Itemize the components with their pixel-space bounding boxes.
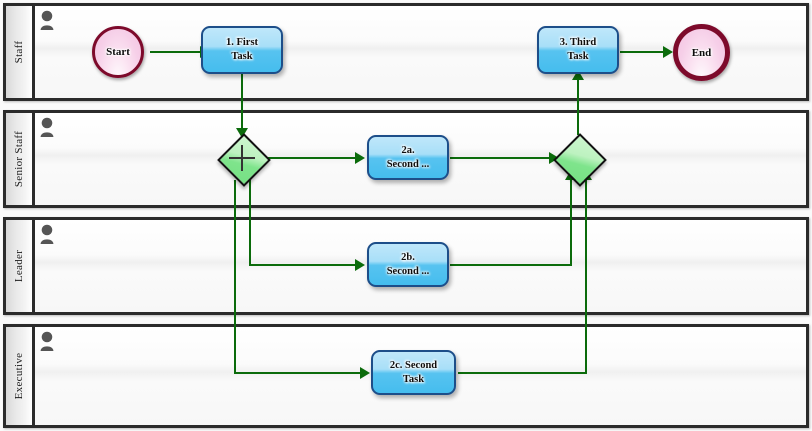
flow-task2c-to-join-vertical	[585, 180, 587, 373]
end-event-label: End	[691, 46, 712, 59]
task-2b-second[interactable]: 2b. Second ...	[367, 242, 449, 287]
flow-task1-to-split	[241, 74, 243, 136]
flow-task2b-to-join-horizontal	[450, 264, 572, 266]
gateway-join-shape	[553, 133, 607, 187]
lane-header-staff: Staff	[6, 6, 35, 98]
task-3-label-line1: 3. Third	[559, 37, 597, 48]
flow-task2a-to-join	[450, 157, 552, 159]
arrowhead-join-to-task3	[572, 70, 584, 80]
task-1-first-task[interactable]: 1. First Task	[201, 26, 283, 74]
lane-label-leader: Leader	[13, 249, 25, 283]
lane-label-staff: Staff	[13, 40, 25, 64]
person-icon	[40, 331, 54, 351]
arrowhead-task1-to-split	[236, 128, 248, 138]
flow-split-to-task2b-vertical	[249, 180, 251, 266]
task-2c-second-task[interactable]: 2c. Second Task	[371, 350, 456, 395]
flow-split-to-task2b-horizontal	[249, 264, 359, 266]
task-1-label-line2: Task	[231, 51, 253, 62]
task-2a-label-line1: 2a.	[401, 144, 415, 156]
task-2b-label-line1: 2b.	[401, 251, 415, 263]
task-2b-label-line2: Second ...	[386, 265, 430, 277]
lane-header-leader: Leader	[6, 220, 35, 312]
task-3-label: 3. Third Task	[560, 36, 597, 64]
start-event-label: Start	[106, 46, 130, 58]
end-event[interactable]: End	[673, 24, 730, 81]
flow-start-to-task1	[150, 51, 202, 53]
arrowhead-task3-to-end	[663, 46, 673, 58]
flow-split-to-task2c-vertical	[234, 180, 236, 374]
task-1-label: 1. First Task	[226, 36, 258, 64]
task-3-label-line2: Task	[567, 51, 589, 62]
task-2c-label-line2: Task	[402, 373, 425, 385]
lane-label-executive: Executive	[13, 352, 25, 400]
flow-split-to-task2c-horizontal	[234, 372, 363, 374]
task-1-label-line1: 1. First	[225, 37, 259, 48]
lane-header-executive: Executive	[6, 327, 35, 425]
flow-task2b-to-join-vertical	[570, 180, 572, 265]
task-2c-label-line1: 2c. Second	[389, 359, 438, 371]
arrowhead-split-to-task2a	[355, 152, 365, 164]
lane-label-senior-staff: Senior Staff	[13, 130, 25, 188]
arrowhead-split-to-task2b	[355, 259, 365, 271]
task-2b-label: 2b. Second ...	[387, 251, 430, 279]
lane-header-senior-staff: Senior Staff	[6, 113, 35, 205]
flow-task2c-to-join-horizontal	[458, 372, 587, 374]
person-icon	[40, 117, 54, 137]
flow-split-to-task2a	[268, 157, 358, 159]
parallel-gateway-split[interactable]	[217, 133, 271, 187]
task-2a-second[interactable]: 2a. Second ...	[367, 135, 449, 180]
gateway-join[interactable]	[553, 133, 607, 187]
task-2c-label: 2c. Second Task	[390, 359, 437, 387]
task-2a-label-line2: Second ...	[386, 158, 430, 170]
arrowhead-split-to-task2c	[360, 367, 370, 379]
task-3-third-task[interactable]: 3. Third Task	[537, 26, 619, 74]
person-icon	[40, 224, 54, 244]
flow-task3-to-end	[620, 51, 670, 53]
start-event[interactable]: Start	[92, 26, 144, 78]
flow-join-to-task3	[577, 80, 579, 135]
person-icon	[40, 10, 54, 30]
task-2a-label: 2a. Second ...	[387, 144, 430, 172]
parallel-gateway-split-shape	[217, 133, 271, 187]
